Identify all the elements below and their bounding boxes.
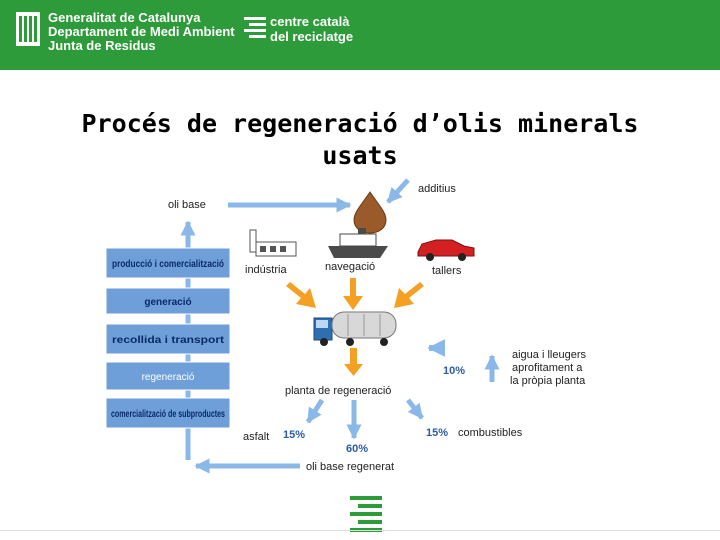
stage-recollida-label: recollida i transport — [112, 335, 225, 346]
title-line-2: usats — [322, 141, 398, 170]
tallers-arrow — [394, 282, 424, 308]
aigua-percent: 10% — [443, 365, 465, 377]
stage-regeneracio-label: regeneració — [142, 372, 195, 383]
org-line-1: Generalitat de Catalunya — [48, 10, 201, 25]
org-name: Generalitat de Catalunya Departament de … — [48, 11, 235, 53]
stage-recollida: recollida i transport — [105, 323, 231, 355]
aigua-label-1: aigua i lleugers — [512, 349, 586, 361]
combustibles-percent: 15% — [426, 427, 448, 439]
bottom-divider — [0, 530, 720, 531]
factory-icon — [249, 229, 297, 257]
centre-reciclatge-logo-icon — [244, 17, 266, 38]
oli-base-label: oli base — [168, 199, 206, 211]
additius-arrow — [386, 178, 410, 204]
asfalt-label: asfalt — [243, 431, 269, 443]
footer-logo-icon — [350, 496, 382, 532]
tanker-truck-icon — [313, 311, 397, 346]
asfalt-arrow — [305, 398, 325, 424]
source-tallers-label: tallers — [432, 265, 462, 277]
source-navegacio-label: navegació — [325, 261, 375, 273]
combustibles-arrow — [406, 398, 424, 420]
plant-label: planta de regeneració — [285, 385, 391, 397]
car-icon — [417, 239, 475, 261]
aigua-label-3: la pròpia planta — [510, 375, 586, 387]
stage-generacio-label: generació — [144, 297, 191, 308]
industria-arrow — [286, 282, 316, 308]
partner-line-1: centre català — [270, 14, 350, 29]
process-diagram: oli base additius producció i comerciali… — [105, 178, 586, 474]
stage-produccio-label: producció i comercialització — [112, 259, 224, 270]
aigua-label-2: aprofitament a — [512, 362, 583, 374]
stage-regeneracio: regeneració — [105, 361, 231, 391]
org-line-3: Junta de Residus — [48, 38, 156, 53]
oli-regen-label: oli base regenerat — [306, 461, 394, 473]
page-title: Procés de regeneració d’olis minerals us… — [40, 108, 680, 172]
header-bar: Generalitat de Catalunya Departament de … — [0, 0, 720, 70]
stage-produccio: producció i comercialització — [105, 247, 231, 279]
partner-line-2: del reciclatge — [270, 29, 354, 44]
asfalt-percent: 15% — [283, 429, 305, 441]
additius-label: additius — [418, 183, 456, 195]
stage-comercialitzacio-subproductes: comercialització de subproductes — [105, 397, 231, 429]
truck-to-plant-arrow — [344, 348, 363, 376]
oli-regen-percent: 60% — [346, 443, 368, 455]
title-line-1: Procés de regeneració d’olis minerals — [81, 109, 639, 138]
ship-icon — [328, 228, 388, 258]
combustibles-label: combustibles — [458, 427, 523, 439]
stage-comercialitzacio-label: comercialització de subproductes — [111, 409, 225, 420]
org-line-2: Departament de Medi Ambient — [48, 24, 235, 39]
partner-name: centre català del reciclatge — [270, 14, 353, 44]
source-industria-label: indústria — [245, 264, 287, 276]
oil-drop-icon — [353, 191, 387, 234]
generalitat-logo-icon — [16, 12, 40, 46]
navegacio-arrow — [343, 278, 363, 310]
stage-generacio: generació — [105, 287, 231, 315]
